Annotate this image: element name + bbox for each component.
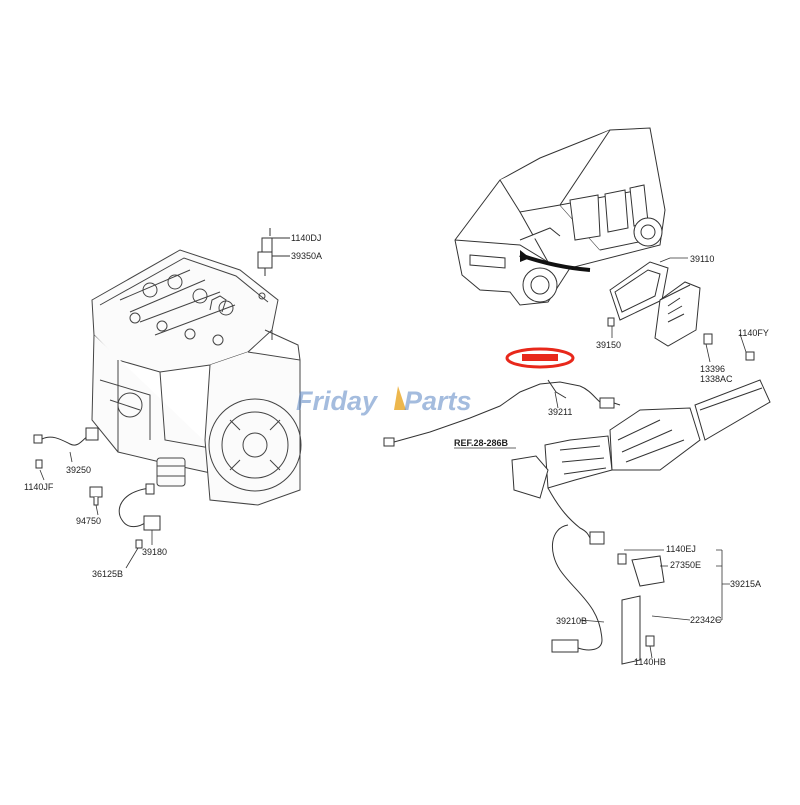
callout-labels: 1140DJ 39350A 39110 39150 1140FY 13396 1… [24,233,769,667]
knock-sensor [33,427,99,446]
watermark-friday: Friday [296,386,379,416]
callout-39250: 39250 [66,465,91,475]
callout-1140ej: 1140EJ [666,544,696,554]
oxygen-sensor-downstream [547,487,605,653]
highlight-label-bar [522,354,558,361]
callout-1338ac: 1338AC [700,374,733,384]
callout-22342c: 22342C [690,615,722,625]
callout-1140dj: 1140DJ [291,233,321,243]
callout-27350e: 27350E [670,560,701,570]
callout-36125b: 36125B [92,569,123,579]
ecu-screw-39150 [607,317,615,327]
bolt-36125b [135,539,143,549]
callout-ref-28-286b: REF.28-286B [454,438,509,448]
bolt-1140jf [35,459,43,469]
sensor-bracket [617,553,665,665]
leader-lines [39,257,747,659]
callout-39211: 39211 [548,407,572,417]
ecu-module [609,261,701,347]
callout-39150: 39150 [596,340,621,350]
engine-block [91,249,302,506]
cam-position-sensor [257,237,273,276]
callout-39350a: 39350A [291,251,322,261]
callout-39210b: 39210B [556,616,587,626]
ecu-bolt-1140fy [745,351,755,361]
callout-1140fy: 1140FY [738,328,769,338]
oxygen-sensor-upstream [383,379,621,447]
oil-pressure-switch [89,486,103,506]
watermark: Friday Parts [296,386,472,416]
highlight-ellipse [505,347,575,369]
watermark-parts: Parts [404,386,472,416]
vehicle-illustration [454,127,666,306]
crank-position-sensor [118,483,161,531]
callout-1140hb: 1140HB [634,657,666,667]
callout-39110: 39110 [690,254,714,264]
callout-94750: 94750 [76,516,101,526]
exhaust-catalytic-converter [511,379,771,499]
watermark-arrow-icon [394,386,406,410]
ecu-nut-13396 [703,333,713,345]
callout-13396: 13396 [700,364,725,374]
callout-1140jf: 1140JF [24,482,54,492]
callout-39215a: 39215A [730,579,761,589]
callout-39180: 39180 [142,547,167,557]
